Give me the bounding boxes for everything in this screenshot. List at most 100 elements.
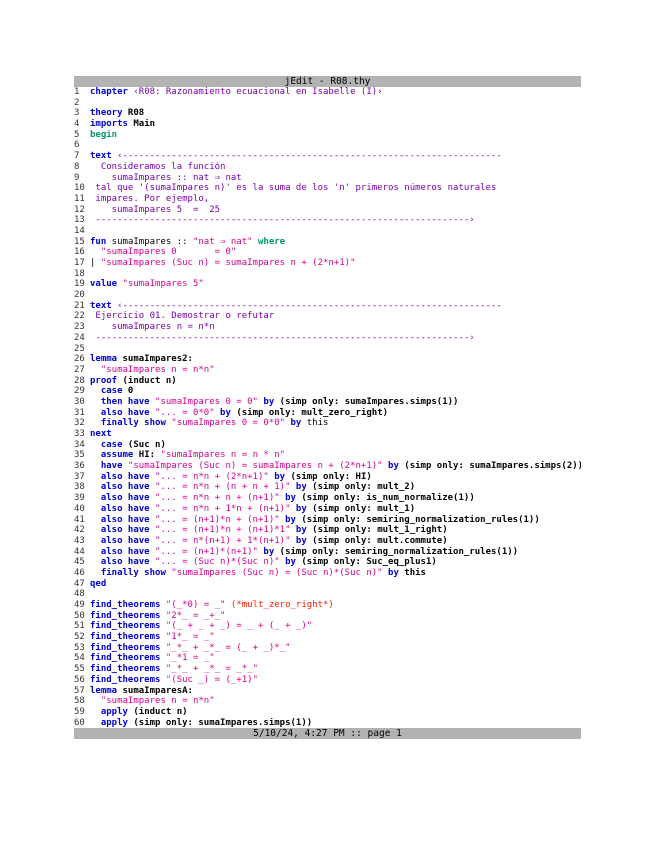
token: (simp only: mult_2) <box>306 482 416 493</box>
token: also have <box>90 514 150 525</box>
token: apply <box>90 706 128 717</box>
line-text: finally show "sumaImpares (Suc n) = (Suc… <box>90 568 581 579</box>
line-text: find_theorems "(_ + _ + _) = _ + (_ + _)… <box>90 621 581 632</box>
token: (simp only: mult_1_right) <box>306 525 448 536</box>
token: also have <box>90 503 150 514</box>
token: text <box>90 151 112 162</box>
line-text: value "sumaImpares 5" <box>90 279 581 290</box>
token: 0 <box>122 386 134 397</box>
line-number: 26 <box>74 354 85 365</box>
token: this <box>398 567 426 578</box>
token: have <box>90 461 123 472</box>
line-number: 3 <box>74 108 80 119</box>
token: lemma <box>90 685 118 696</box>
line-text <box>90 589 581 600</box>
line-number: 50 <box>74 610 85 621</box>
line-number: 4 <box>74 119 80 130</box>
token: by <box>279 557 296 568</box>
line-text: finally show "sumaImpares 0 = 0*0" by th… <box>90 418 581 429</box>
line-text <box>90 140 581 151</box>
token: finally show <box>90 418 166 429</box>
code-line: 38 also have "... = n*n + (n + n + 1)" b… <box>74 482 581 493</box>
line-text: also have "... = n*n + n + (n+1)" by (si… <box>90 493 581 504</box>
line-text: text ‹----------------------------------… <box>90 301 581 312</box>
token: "2*_ = _+_" <box>160 610 226 621</box>
line-text: "sumaImpares 0 = 0" <box>90 247 581 258</box>
code-line: 39 also have "... = n*n + n + (n+1)" by … <box>74 493 581 504</box>
token: "sumaImpares n = n * n" <box>155 450 286 461</box>
token: find_theorems <box>90 621 161 632</box>
token: Main <box>127 119 156 130</box>
token: also have <box>90 471 150 482</box>
token: (simp only: semiring_normalization_rules… <box>295 514 540 525</box>
token: (Suc n) <box>122 439 166 450</box>
line-number: 42 <box>74 525 85 536</box>
line-text: also have "... = 0*0" by (simp only: mul… <box>90 408 581 419</box>
line-number: 36 <box>74 461 85 472</box>
line-text: also have "... = n*n + (2*n+1)" by (simp… <box>90 472 581 483</box>
line-number: 35 <box>74 450 85 461</box>
code-line: 36 have "sumaImpares (Suc n) = sumaImpar… <box>74 461 581 472</box>
line-text: case 0 <box>90 386 581 397</box>
token: "sumaImpares 0 = 0" <box>90 247 237 258</box>
token: by <box>382 461 399 472</box>
token: also have <box>90 407 150 418</box>
line-text <box>90 226 581 237</box>
token: ‹R08: Razonamiento ecuacional en Isabell… <box>127 87 383 97</box>
line-text: Consideramos la función <box>90 162 581 173</box>
token: Consideramos la función <box>90 161 226 172</box>
token: (induct n) <box>117 375 177 386</box>
line-number: 10 <box>74 183 85 194</box>
token: imports <box>90 119 128 130</box>
line-text: then have "sumaImpares 0 = 0" by (simp o… <box>90 397 581 408</box>
token: proof <box>90 375 118 386</box>
token: find_theorems <box>90 664 161 675</box>
token: "nat ⇒ nat" <box>192 236 253 247</box>
line-text: lemma sumaImparesA: <box>90 686 581 697</box>
token: sumaImpares 5 = 25 <box>90 204 221 215</box>
token: also have <box>90 535 150 546</box>
line-text: also have "... = (n+1)*(n+1)" by (simp o… <box>90 547 581 558</box>
token: "sumaImpares 0 = 0*0" <box>165 418 286 429</box>
token: by <box>290 503 307 514</box>
line-number: 6 <box>74 140 80 151</box>
line-number: 43 <box>74 535 85 546</box>
token: find_theorems <box>90 653 161 664</box>
token: (simp only: mult_zero_right) <box>230 407 389 418</box>
line-number: 47 <box>74 578 85 589</box>
code-line: 12 sumaImpares 5 = 25 <box>74 205 581 216</box>
code-line: 60 apply (simp only: sumaImpares.simps(1… <box>74 718 581 729</box>
line-number: 59 <box>74 706 85 717</box>
code-line: 44 also have "... = (n+1)*(n+1)" by (sim… <box>74 547 581 558</box>
code-line: 8 Consideramos la función <box>74 162 581 173</box>
line-number: 1 <box>74 87 80 97</box>
code-line: 45 also have "... = (Suc n)*(Suc n)" by … <box>74 557 581 568</box>
token: by <box>257 546 275 557</box>
line-text: Ejercicio 01. Demostrar o refutar <box>90 311 581 322</box>
token: by <box>290 535 307 546</box>
token: find_theorems <box>90 674 161 685</box>
line-number: 49 <box>74 600 85 610</box>
token: "... = n*n + n + (n+1)" <box>149 493 280 504</box>
line-number: 44 <box>74 546 85 557</box>
line-number: 41 <box>74 514 85 525</box>
code-line: 42 also have "... = (n+1)*n + (n+1)*1" b… <box>74 525 581 536</box>
line-text: | "sumaImpares (Suc n) = sumaImpares n +… <box>90 258 581 269</box>
line-number: 5 <box>74 129 80 140</box>
code-line: 18 <box>74 269 581 280</box>
code-line: 31 also have "... = 0*0" by (simp only: … <box>74 408 581 419</box>
code-line: 20 <box>74 290 581 301</box>
token: by <box>268 471 286 482</box>
line-text: imports Main <box>90 119 581 130</box>
line-text: find_theorems "(_*0) = _" (*mult_zero_ri… <box>90 600 581 611</box>
line-number: 45 <box>74 557 85 568</box>
code-line: 49 find_theorems "(_*0) = _" (*mult_zero_… <box>74 600 581 611</box>
token: sumaImpares :: nat ⇒ nat <box>90 172 242 183</box>
line-number: 48 <box>74 589 85 600</box>
